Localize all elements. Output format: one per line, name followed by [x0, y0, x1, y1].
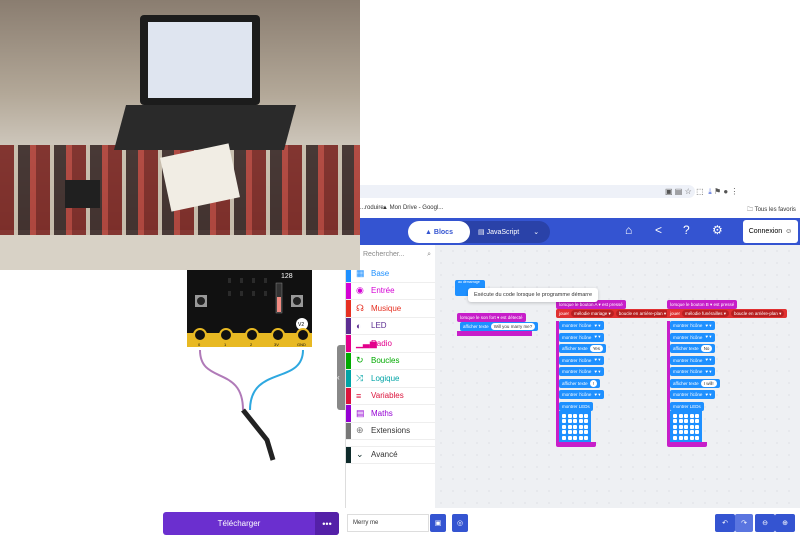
- category-label: Radio: [371, 338, 392, 348]
- toolbox-search[interactable]: Rechercher...⌕: [363, 251, 431, 258]
- category-label: Avancé: [371, 450, 398, 460]
- show-leds-block[interactable]: montrer LEDs: [559, 401, 593, 411]
- category-label: Entrée: [371, 286, 395, 296]
- show-icon-block[interactable]: montrer l'icône♥ ▾: [670, 390, 715, 399]
- show-leds-block[interactable]: montrer LEDs: [670, 401, 704, 411]
- zoom-out-icon[interactable]: ⊖: [755, 514, 775, 532]
- login-button[interactable]: Connexion☺: [743, 220, 798, 243]
- led-grid[interactable]: [559, 410, 591, 443]
- show-icon-block[interactable]: montrer l'icône♥ ▾: [670, 355, 715, 365]
- user-icon: ☺: [785, 228, 793, 235]
- sound-event-block[interactable]: lorsque le son fort ▾ est détecté: [457, 313, 526, 322]
- address-bar[interactable]: [360, 185, 695, 198]
- show-icon-block[interactable]: montrer l'icône♥ ▾: [559, 321, 604, 330]
- chevron-down-icon: ⌄: [533, 229, 540, 236]
- chevron-icon: ⌄: [356, 449, 364, 460]
- category-chevron[interactable]: ⌄ Avancé: [346, 446, 435, 464]
- category-label: Boucles: [371, 356, 400, 366]
- category-label: Maths: [371, 408, 393, 418]
- download-button[interactable]: Télécharger•••: [163, 512, 339, 535]
- home-icon[interactable]: ⌂: [625, 223, 633, 237]
- category-headphones[interactable]: ☊ Musique: [346, 300, 435, 318]
- temperature-readout: 128: [281, 273, 293, 280]
- search-icon: ⌕: [427, 251, 431, 258]
- category-calculator[interactable]: ▤ Maths: [346, 405, 435, 423]
- toggle-icon: ◐: [356, 320, 362, 331]
- blocks-workspace[interactable]: au démarrage lorsque le son fort ▾ est d…: [435, 245, 800, 508]
- svg-text:2: 2: [250, 342, 253, 347]
- svg-text:V2: V2: [298, 322, 304, 328]
- share-icon[interactable]: <: [655, 223, 663, 237]
- undo-icon[interactable]: ↶: [715, 514, 735, 532]
- led-grid[interactable]: [670, 410, 702, 443]
- circle-icon: ◉: [356, 285, 364, 296]
- category-label: Variables: [371, 391, 404, 401]
- headphones-icon: ☊: [356, 302, 364, 313]
- bookmark[interactable]: ▲ Mon Drive - Googl...: [382, 205, 444, 211]
- extension-icons[interactable]: ▣ ▤ ☆ ⬚ ⤓ ⚑ ● ⋮: [665, 187, 739, 196]
- grid-icon: ▦: [356, 267, 365, 278]
- github-icon[interactable]: ◎: [452, 514, 468, 532]
- list-icon: ≡: [356, 390, 362, 401]
- show-icon-block[interactable]: montrer l'icône♥ ▾: [670, 321, 715, 330]
- shuffle-icon: ⤨: [356, 372, 364, 383]
- loop-icon: ↻: [356, 355, 364, 366]
- category-label: Extensions: [371, 426, 411, 436]
- show-text-block[interactable]: afficher texte!: [559, 378, 600, 388]
- category-label: Musique: [371, 303, 402, 313]
- category-plus[interactable]: ⊕ Extensions: [346, 422, 435, 440]
- category-label: Logique: [371, 373, 400, 383]
- collapse-simulator-button[interactable]: ‹: [337, 345, 345, 410]
- tab-javascript[interactable]: ▤ JavaScript⌄: [478, 228, 540, 237]
- zoom-in-icon[interactable]: ⊕: [775, 514, 795, 532]
- category-circle[interactable]: ◉ Entrée: [346, 282, 435, 300]
- tab-blocks[interactable]: ▲ Blocs: [408, 221, 470, 243]
- calculator-icon: ▤: [356, 407, 365, 418]
- project-name-input[interactable]: Merry me: [347, 514, 429, 532]
- help-icon[interactable]: ?: [683, 223, 690, 237]
- browser-chrome: ▣ ▤ ☆ ⬚ ⤓ ⚑ ● ⋮ ...roduire ▲ Mon Drive -…: [360, 183, 800, 218]
- category-label: Base: [371, 268, 390, 278]
- show-icon-block[interactable]: montrer l'icône♥ ▾: [559, 355, 604, 365]
- category-shuffle[interactable]: ⤨ Logique: [346, 370, 435, 388]
- simulator: V2 128 0 1 2 3V GND ‹: [155, 244, 345, 510]
- button-event-block[interactable]: lorsque le bouton A ▾ est pressé: [556, 300, 626, 309]
- show-icon-block[interactable]: montrer l'icône♥ ▾: [670, 332, 715, 342]
- category-label: LED: [371, 321, 387, 331]
- plus-icon: ⊕: [356, 425, 364, 436]
- bottom-bar: Télécharger••• Merry me ▣ ◎ ↶ ↷ ⊖ ⊕: [155, 508, 800, 540]
- signal-icon: ▁▃▅: [356, 337, 377, 348]
- svg-text:3V: 3V: [274, 342, 279, 347]
- tooltip: Exécute du code lorsque le programme dém…: [468, 288, 599, 302]
- category-signal[interactable]: ▁▃▅Radio: [346, 335, 435, 353]
- toolbox: Rechercher...⌕ ▦ Base ◉ Entrée ☊ Musique ◐ LED ▁…: [345, 245, 435, 510]
- microbit-board[interactable]: V2 128 0 1 2 3V GND: [155, 244, 340, 510]
- makecode-toolbar: ▲ Blocs ▤ JavaScript⌄ ⌂ < ? ⚙ Connexion☺: [360, 218, 800, 245]
- category-list[interactable]: ≡ Variables: [346, 387, 435, 405]
- show-icon-block[interactable]: montrer l'icône♥ ▾: [559, 367, 604, 376]
- button-event-block[interactable]: lorsque le bouton B ▾ est pressé: [667, 300, 738, 309]
- desk-photo: [0, 0, 360, 270]
- category-grid[interactable]: ▦ Base: [346, 265, 435, 283]
- redo-icon[interactable]: ↷: [735, 514, 753, 532]
- show-icon-block[interactable]: montrer l'icône♥ ▾: [670, 367, 715, 376]
- save-icon[interactable]: ▣: [430, 514, 446, 532]
- svg-text:1: 1: [224, 342, 227, 347]
- bookmark[interactable]: ...roduire: [360, 205, 384, 211]
- show-icon-block[interactable]: montrer l'icône♥ ▾: [559, 332, 604, 342]
- svg-text:GND: GND: [297, 342, 306, 347]
- all-bookmarks[interactable]: 🗀 Tous les favoris: [747, 207, 796, 213]
- more-icon[interactable]: •••: [315, 512, 339, 535]
- category-toggle[interactable]: ◐ LED: [346, 317, 435, 335]
- show-icon-block[interactable]: montrer l'icône♥ ▾: [559, 390, 604, 399]
- category-loop[interactable]: ↻ Boucles: [346, 352, 435, 370]
- gear-icon[interactable]: ⚙: [712, 223, 723, 237]
- svg-text:0: 0: [198, 342, 201, 347]
